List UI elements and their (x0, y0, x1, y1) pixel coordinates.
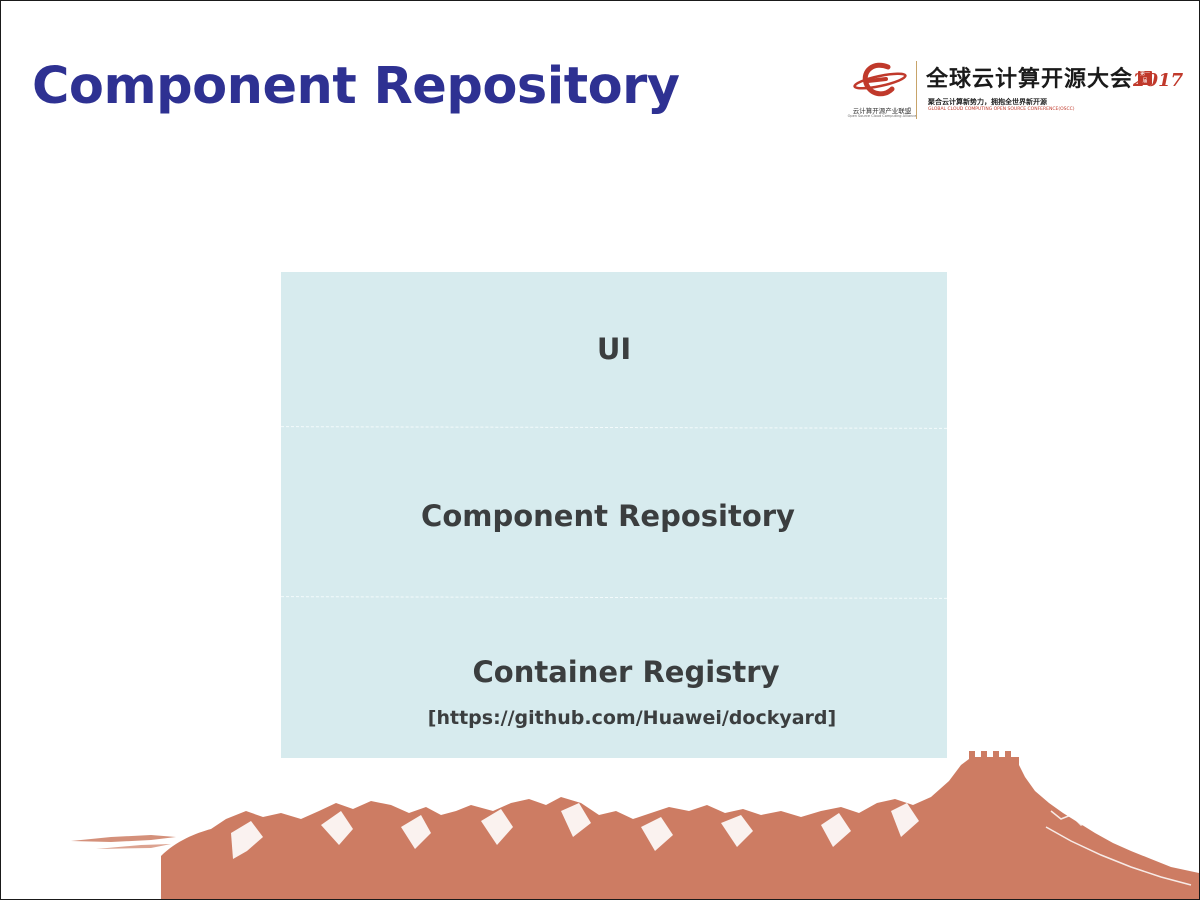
conference-tagline: 聚合云计算新势力，拥抱全世界新开源 (928, 98, 1047, 106)
architecture-diagram: UI Component Repository Container Regist… (280, 272, 948, 758)
page-title: Component Repository (32, 57, 680, 116)
layer-label: Container Registry (472, 655, 780, 689)
conference-subtagline: GLOBAL CLOUD COMPUTING OPEN SOURCE CONFE… (928, 107, 1075, 112)
logo-divider (916, 61, 917, 119)
oscc-e-emblem-icon (846, 59, 918, 119)
conference-logo: 云计算开源产业联盟 Open Source Cloud Computing Al… (846, 59, 1183, 125)
layer-component-repository: Component Repository (281, 427, 947, 597)
edition-badge: 第一届 (1138, 71, 1152, 85)
great-wall-illustration (1, 741, 1199, 899)
layer-label: UI (596, 332, 632, 366)
layer-container-registry: Container Registry [https://github.com/H… (281, 597, 947, 758)
layer-label: Component Repository (421, 499, 795, 533)
dockyard-link[interactable]: [https://github.com/Huawei/dockyard] (427, 707, 837, 729)
emblem-subcaption: Open Source Cloud Computing Alliance (847, 114, 917, 118)
conference-name-text: 全球云计算开源大会 (926, 66, 1134, 92)
emblem-caption: 云计算开源产业联盟 (852, 107, 912, 115)
conference-name: 全球云计算开源大会2017 (926, 61, 1183, 93)
layer-ui: UI (281, 272, 947, 427)
